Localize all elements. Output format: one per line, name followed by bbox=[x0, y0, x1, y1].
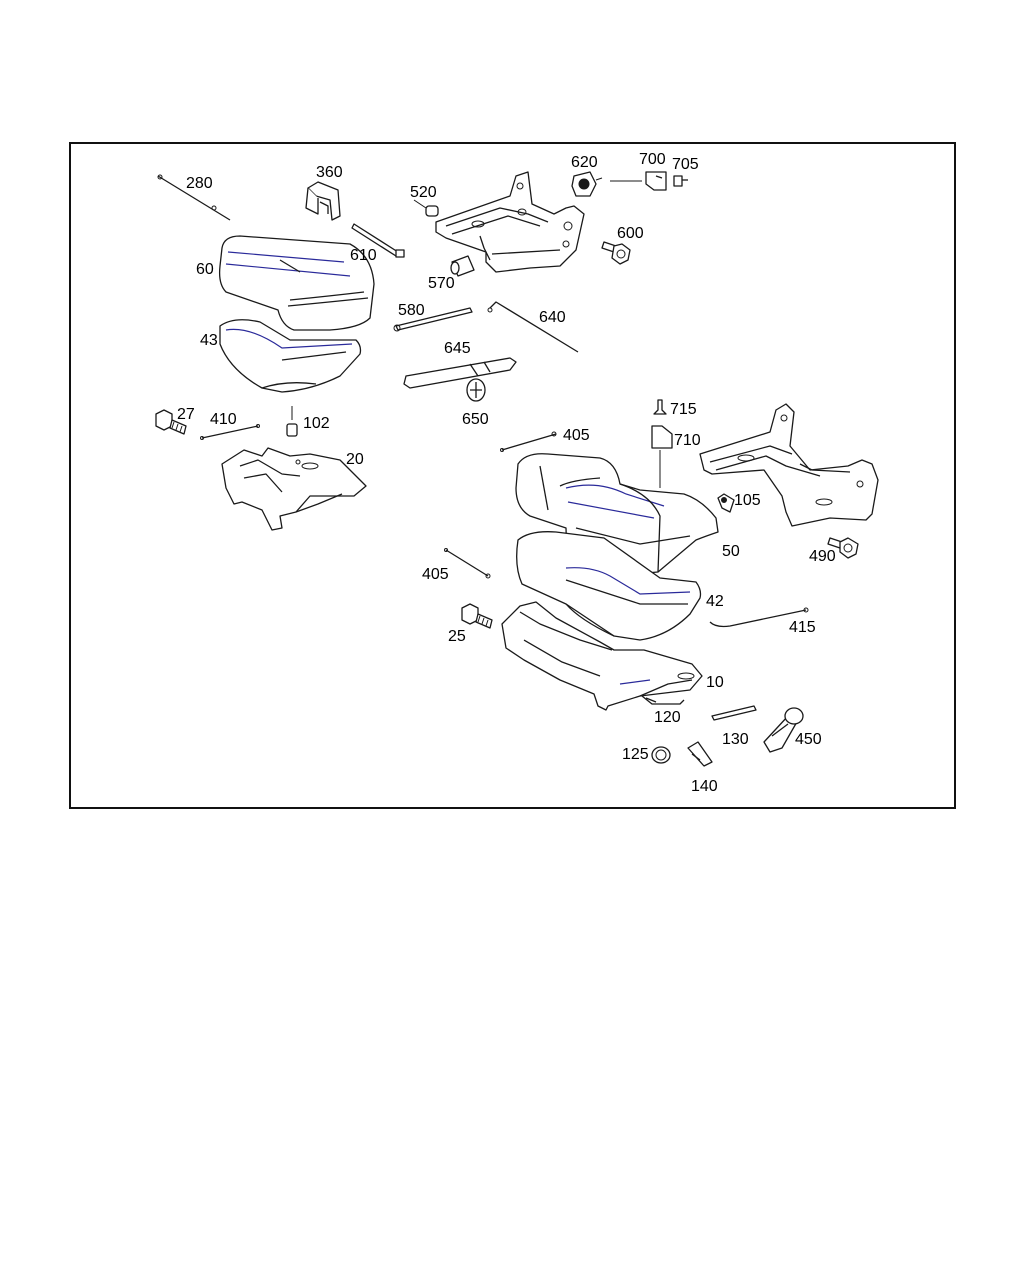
part-130-strip bbox=[711, 705, 757, 721]
label-715: 715 bbox=[670, 401, 697, 418]
diagram-frame bbox=[69, 142, 956, 809]
label-27: 27 bbox=[177, 406, 195, 423]
label-700: 700 bbox=[639, 151, 666, 168]
part-280-wire bbox=[157, 174, 231, 221]
label-705: 705 bbox=[672, 156, 699, 173]
part-27-bolt bbox=[155, 409, 187, 435]
part-490-bolt bbox=[827, 537, 859, 559]
part-405-wire-lower bbox=[444, 548, 491, 579]
label-405-upper: 405 bbox=[563, 427, 590, 444]
label-280: 280 bbox=[186, 175, 213, 192]
label-405-lower: 405 bbox=[422, 566, 449, 583]
label-490: 490 bbox=[809, 548, 836, 565]
part-620-clip bbox=[571, 171, 642, 197]
label-710: 710 bbox=[674, 432, 701, 449]
label-50: 50 bbox=[722, 543, 740, 560]
label-645: 645 bbox=[444, 340, 471, 357]
label-410: 410 bbox=[210, 411, 237, 428]
part-60-backrest-cushion bbox=[218, 235, 375, 331]
label-125: 125 bbox=[622, 746, 649, 763]
part-645-strap bbox=[403, 357, 517, 389]
part-580-rod bbox=[393, 307, 473, 332]
label-415: 415 bbox=[789, 619, 816, 636]
label-105: 105 bbox=[734, 492, 761, 509]
part-25-bolt bbox=[461, 603, 493, 629]
label-620: 620 bbox=[571, 154, 598, 171]
part-410-wire bbox=[200, 424, 260, 440]
label-450: 450 bbox=[795, 731, 822, 748]
part-650-washer bbox=[466, 378, 486, 402]
label-60: 60 bbox=[196, 261, 214, 278]
part-405-wire-upper bbox=[500, 431, 557, 452]
label-120: 120 bbox=[654, 709, 681, 726]
part-450-handle bbox=[763, 707, 804, 753]
part-upper-seat-frame bbox=[435, 171, 585, 273]
part-600-bolt bbox=[601, 241, 631, 265]
part-120-clip bbox=[641, 695, 685, 705]
label-42: 42 bbox=[706, 593, 724, 610]
label-25: 25 bbox=[448, 628, 466, 645]
part-640-cable bbox=[487, 301, 579, 353]
part-125-ring bbox=[651, 746, 671, 764]
part-105-clip bbox=[717, 493, 735, 513]
part-520-pin bbox=[413, 199, 439, 217]
part-570-bushing bbox=[450, 255, 475, 277]
label-140: 140 bbox=[691, 778, 718, 795]
part-700-cap bbox=[645, 171, 667, 191]
label-580: 580 bbox=[398, 302, 425, 319]
part-360-bracket bbox=[305, 181, 341, 221]
label-600: 600 bbox=[617, 225, 644, 242]
label-360: 360 bbox=[316, 164, 343, 181]
label-20: 20 bbox=[346, 451, 364, 468]
part-710-cap bbox=[651, 425, 673, 488]
part-705-screw bbox=[673, 175, 688, 187]
part-20-seat-base bbox=[221, 447, 367, 531]
part-102-plug bbox=[286, 406, 298, 437]
label-570: 570 bbox=[428, 275, 455, 292]
part-140-clip bbox=[687, 741, 713, 767]
label-610: 610 bbox=[350, 247, 377, 264]
label-10: 10 bbox=[706, 674, 724, 691]
part-10-seat-base bbox=[501, 601, 703, 711]
part-715-pin bbox=[653, 399, 667, 415]
part-610-rod bbox=[351, 223, 405, 258]
label-43: 43 bbox=[200, 332, 218, 349]
part-lower-seat-frame bbox=[699, 403, 879, 527]
label-640: 640 bbox=[539, 309, 566, 326]
label-130: 130 bbox=[722, 731, 749, 748]
part-43-seat-foam bbox=[219, 319, 362, 393]
callout-labels: 280 360 520 620 700 705 600 60 610 570 5… bbox=[177, 151, 836, 795]
part-415-wire bbox=[709, 607, 809, 628]
label-650: 650 bbox=[462, 411, 489, 428]
label-102: 102 bbox=[303, 415, 330, 432]
part-50-backrest bbox=[515, 453, 719, 574]
label-520: 520 bbox=[410, 184, 437, 201]
part-42-seat-cushion bbox=[516, 531, 702, 641]
